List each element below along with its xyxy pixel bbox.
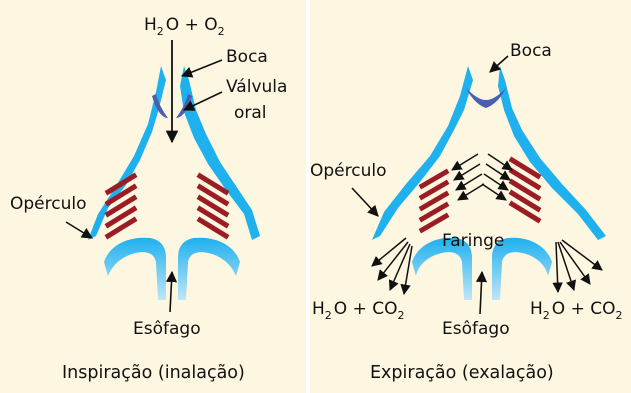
left-esophagus-left <box>104 238 166 300</box>
right-gill-left <box>422 172 446 230</box>
left-mouth-pointer <box>182 60 222 76</box>
right-pharynx-label: Faringe <box>442 231 504 251</box>
left-esophagus-label: Esôfago <box>133 319 201 339</box>
right-formula-left-b-sub: 2 <box>397 309 404 322</box>
right-outflow-arrows-left <box>372 238 412 294</box>
left-formula-b-sub: 2 <box>218 25 225 38</box>
left-operculum-pointer <box>66 222 92 238</box>
right-formula-right-a-sub: 2 <box>543 309 550 322</box>
right-mouth-label: Boca <box>510 41 552 61</box>
right-formula-left-a-sub: 2 <box>325 309 332 322</box>
left-gill-right <box>200 176 226 236</box>
left-formula-b: O + O <box>166 15 218 35</box>
left-gill-left <box>108 176 134 236</box>
right-caption: Expiração (exalação) <box>370 363 554 383</box>
svg-text:H2O + CO2: H2O + CO2 <box>312 299 404 322</box>
left-esophagus-pointer <box>170 272 172 312</box>
right-esophagus-label: Esôfago <box>442 319 510 339</box>
right-internal-flow-arrows <box>452 154 512 200</box>
left-operculum-label: Opérculo <box>10 194 87 214</box>
right-mouth-pointer <box>490 56 508 72</box>
right-formula-right-b-sub: 2 <box>615 309 622 322</box>
right-body-wall-right <box>498 66 606 240</box>
right-operculum-label: Opérculo <box>310 161 387 181</box>
right-body-wall-left <box>372 66 473 240</box>
left-caption: Inspiração (inalação) <box>62 363 245 383</box>
right-fish-head <box>372 66 606 300</box>
svg-text:H2O + O2: H2O + O2 <box>144 15 225 38</box>
svg-text:H2O + CO2: H2O + CO2 <box>530 299 622 322</box>
right-outflow-arrows-right <box>556 240 602 292</box>
right-gill-right <box>512 160 538 220</box>
right-operculum-pointer <box>352 188 378 216</box>
right-formula-right-a: H <box>530 299 543 319</box>
left-valve-label-2: oral <box>234 103 267 123</box>
left-esophagus-right <box>178 238 240 300</box>
right-esophagus-pointer <box>480 272 482 314</box>
left-formula-a-sub: 2 <box>157 25 164 38</box>
right-formula-left-b: O + CO <box>334 299 398 319</box>
left-mouth-label: Boca <box>226 47 268 67</box>
right-formula-right-b: O + CO <box>552 299 616 319</box>
left-formula-a: H <box>144 15 157 35</box>
left-fish-head <box>88 66 260 300</box>
left-valve-label-1: Válvula <box>226 77 287 97</box>
right-formula-left-a: H <box>312 299 325 319</box>
